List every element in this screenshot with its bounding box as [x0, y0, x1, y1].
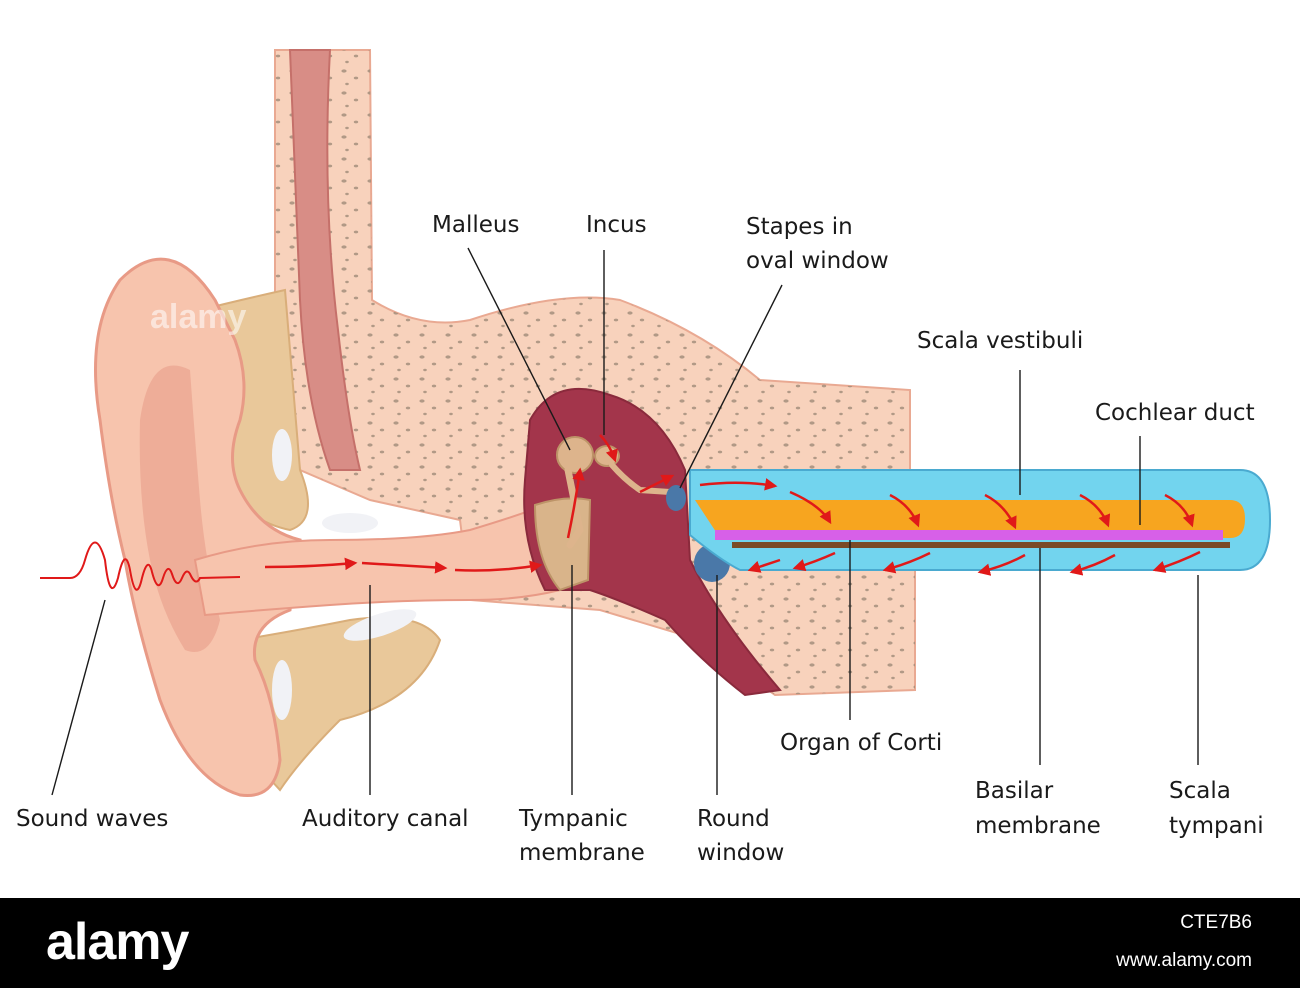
leader-lines: [51, 247, 1199, 796]
ear-illustration: alamy alamy alamy Sound waves Auditory c…: [16, 49, 1272, 866]
footer-bar: alamy CTE7B6 www.alamy.com: [0, 898, 1300, 988]
site-link[interactable]: www.alamy.com: [1116, 950, 1252, 971]
label-incus: Incus: [586, 212, 647, 238]
label-tympanic-line1: Tympanic: [518, 806, 628, 832]
label-scala-vestibuli: Scala vestibuli: [917, 328, 1083, 354]
label-scala-tympani-line1: Scala: [1169, 778, 1231, 804]
alamy-logo[interactable]: alamy: [46, 913, 189, 971]
label-organ-of-corti: Organ of Corti: [780, 730, 942, 756]
label-sound-waves: Sound waves: [16, 806, 168, 832]
label-cochlear-duct: Cochlear duct: [1095, 400, 1255, 426]
label-round-window-line1: Round: [697, 806, 770, 832]
cochlea: [689, 469, 1272, 571]
label-stapes-line2: oval window: [746, 248, 889, 274]
svg-text:alamy: alamy: [150, 298, 246, 336]
svg-text:alamy: alamy: [690, 298, 786, 336]
conduction-arrows: [264, 434, 1201, 576]
watermark: alamy alamy alamy: [150, 298, 786, 680]
label-basilar-line1: Basilar: [975, 778, 1054, 804]
bone-canal: [288, 49, 362, 471]
label-auditory-canal: Auditory canal: [302, 806, 469, 832]
label-malleus: Malleus: [432, 212, 519, 238]
label-tympanic-line2: membrane: [519, 840, 645, 866]
image-code: CTE7B6: [1180, 912, 1252, 933]
label-round-window-line2: window: [697, 840, 784, 866]
label-basilar-line2: membrane: [975, 813, 1101, 839]
svg-text:alamy: alamy: [580, 642, 676, 680]
label-scala-tympani-line2: tympani: [1169, 813, 1264, 839]
label-stapes-line1: Stapes in: [746, 214, 853, 240]
sound-wave-line: [40, 541, 241, 591]
labels: Sound waves Auditory canal Tympanic memb…: [16, 212, 1264, 866]
